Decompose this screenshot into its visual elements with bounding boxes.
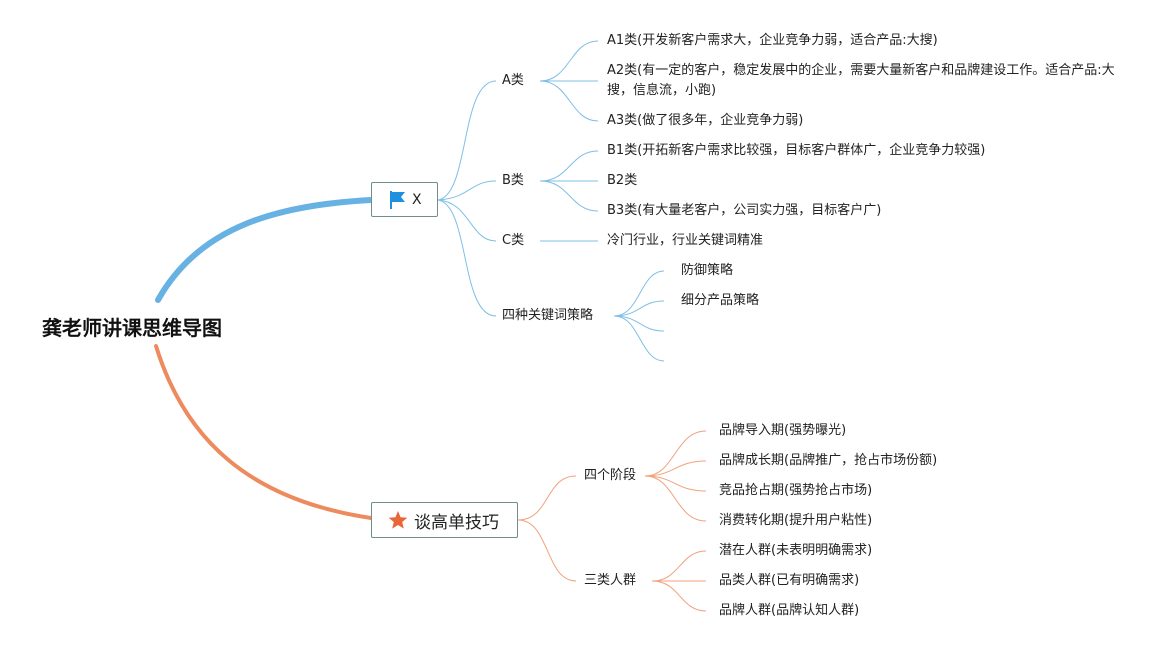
- item-b3[interactable]: B3类(有大量老客户，公司实力强，目标客户广): [607, 203, 882, 218]
- item-c1[interactable]: 冷门行业，行业关键词精准: [607, 233, 764, 248]
- item-group-1[interactable]: 潜在人群(未表明明确需求): [719, 543, 873, 558]
- subtopic-keyword-strategy[interactable]: 四种关键词策略: [502, 308, 594, 323]
- item-a3[interactable]: A3类(做了很多年，企业竞争力弱): [607, 113, 804, 128]
- topic-x[interactable]: X: [371, 182, 438, 217]
- item-stage-3[interactable]: 竞品抢占期(强势抢占市场): [719, 483, 873, 498]
- topic-x-label: X: [412, 191, 422, 208]
- item-group-3[interactable]: 品牌人群(品牌认知人群): [719, 603, 860, 618]
- main-branch-orange: [154, 344, 373, 520]
- item-a1[interactable]: A1类(开发新客户需求大，企业竞争力弱，适合产品:大搜): [607, 33, 938, 48]
- root-topic[interactable]: 龚老师讲课思维导图: [42, 316, 222, 340]
- t-subtopic-links: [517, 430, 707, 612]
- subtopic-c[interactable]: C类: [502, 233, 525, 248]
- item-stage-2[interactable]: 品牌成长期(品牌推广，抢占市场份额): [719, 453, 938, 468]
- item-stage-4[interactable]: 消费转化期(提升用户粘性): [719, 513, 873, 528]
- topic-talk-label: 谈高单技巧: [414, 512, 499, 533]
- x-subtopic-links: [437, 40, 665, 362]
- item-defense-strategy[interactable]: 防御策略: [681, 263, 734, 278]
- item-product-segment-strategy[interactable]: 细分产品策略: [681, 293, 760, 308]
- item-a2[interactable]: A2类(有一定的客户，稳定发展中的企业，需要大量新客户和品牌建设工作。适合产品:…: [607, 63, 1115, 98]
- star-icon: [388, 511, 408, 529]
- main-branch-blue: [155, 197, 374, 303]
- subtopic-three-groups[interactable]: 三类人群: [584, 573, 637, 588]
- subtopic-four-stages[interactable]: 四个阶段: [584, 468, 637, 483]
- subtopic-a[interactable]: A类: [502, 73, 524, 88]
- topic-talk-skills[interactable]: 谈高单技巧: [371, 502, 518, 538]
- item-b1[interactable]: B1类(开拓新客户需求比较强，目标客户群体广，企业竞争力较强): [607, 143, 986, 158]
- item-group-2[interactable]: 品类人群(已有明确需求): [719, 573, 860, 588]
- item-stage-1[interactable]: 品牌导入期(强势曝光): [719, 423, 847, 438]
- subtopic-b[interactable]: B类: [502, 173, 524, 188]
- item-b2[interactable]: B2类: [607, 173, 638, 188]
- flag-icon: [390, 190, 405, 209]
